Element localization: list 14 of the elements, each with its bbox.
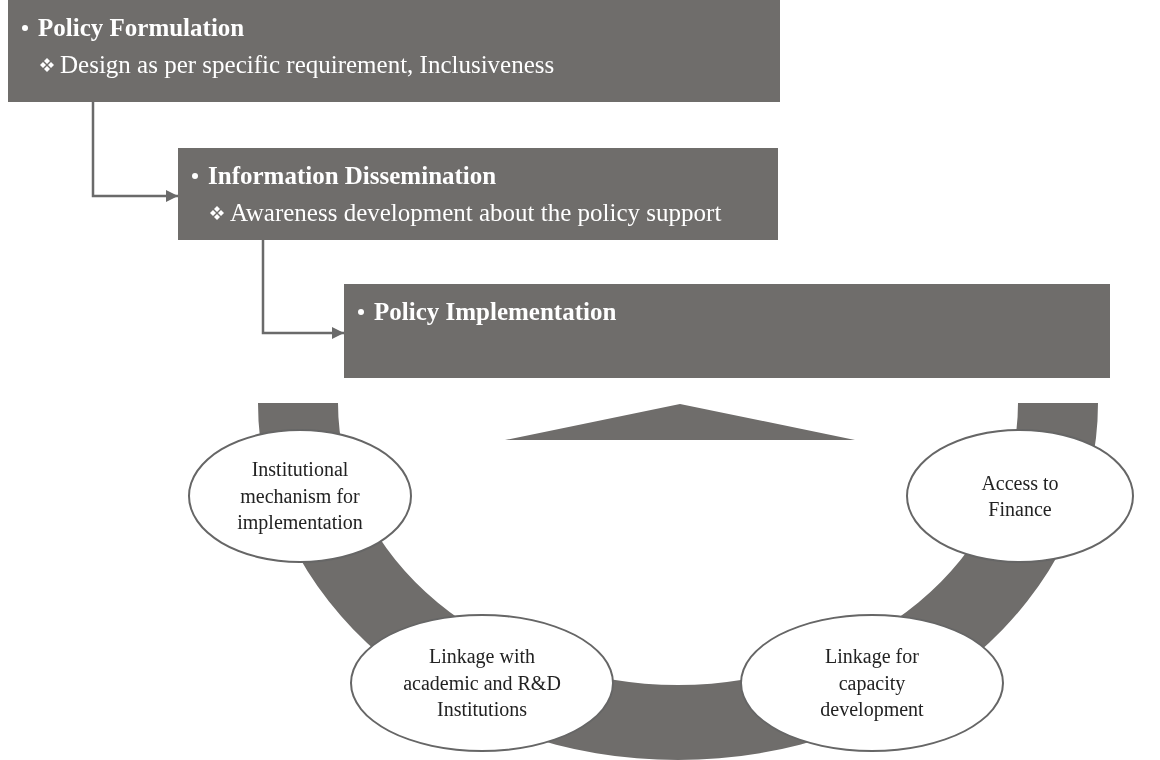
stage-box: [178, 148, 778, 240]
stage-box: [8, 0, 780, 102]
stage-description: Design as per specific requirement, Inclusiveness: [60, 51, 555, 79]
elbow-arrow: [91, 102, 178, 203]
node-label: Institutional mechanism for implementation: [236, 457, 364, 536]
elbow-arrow: [261, 240, 344, 340]
node-label: Linkage with academic and R&D Institutions: [402, 644, 562, 723]
stage-heading: Policy Implementation: [374, 298, 617, 326]
stage-heading: Information Dissemination: [208, 162, 497, 190]
node-label: Access to Finance: [980, 470, 1060, 522]
node-label: Linkage for capacity development: [819, 644, 925, 723]
stage-box: [344, 284, 1110, 378]
stage-heading: Policy Formulation: [38, 14, 245, 42]
stage-description: Awareness development about the policy support: [230, 199, 722, 227]
